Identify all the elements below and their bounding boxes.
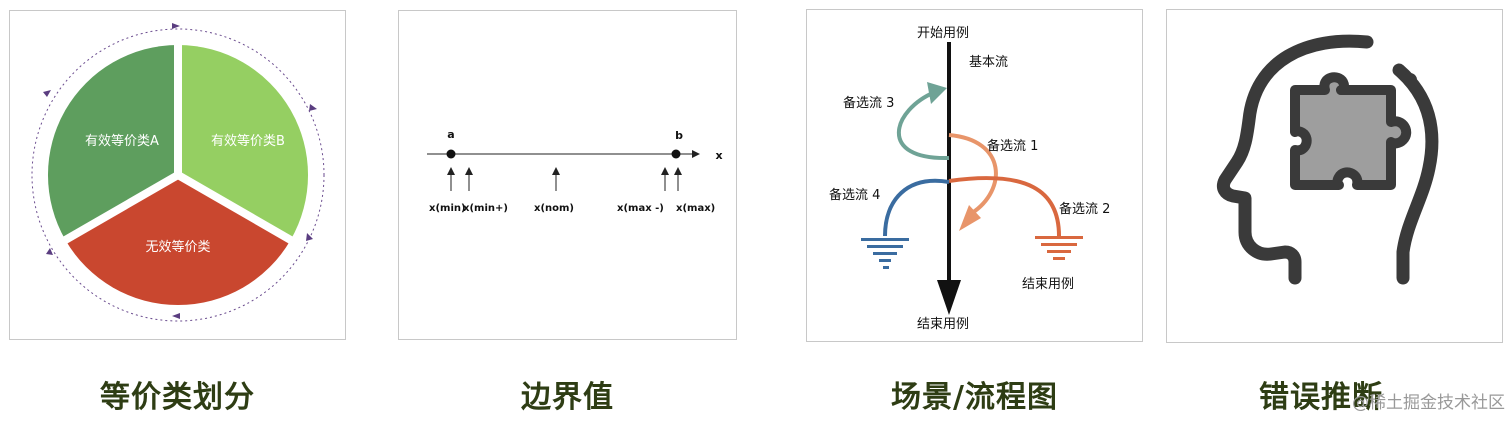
- alt2-ground-icon: [1035, 236, 1083, 260]
- point-a-label: a: [447, 128, 454, 141]
- error-guess-caption: 错误推断: [1259, 380, 1383, 415]
- boundary-diagram: a b x x(min) x(min+) x(nom) x(max -) x(m…: [427, 128, 723, 214]
- equivalence-panel: 有效等价类A 有效等价类B 无效等价类: [9, 10, 346, 340]
- class-invalid-label: 无效等价类: [145, 239, 210, 255]
- head-dot: [1403, 73, 1417, 87]
- end-bottom-label: 结束用例: [917, 317, 969, 332]
- separator: [59, 171, 180, 246]
- label-x-nom: x(nom): [534, 203, 574, 214]
- axis-label: x: [715, 149, 722, 162]
- alt1-label: 备选流 1: [987, 138, 1038, 154]
- alt4-curve: [883, 178, 950, 237]
- alt2-curve: [948, 176, 1061, 237]
- equivalence-diagram: 有效等价类A 有效等价类B 无效等价类: [31, 23, 325, 322]
- ring-arrows: [43, 23, 317, 319]
- boundary-panel: a b x x(min) x(min+) x(nom) x(max -) x(m…: [398, 10, 737, 340]
- label-x-max-minus: x(max -): [617, 203, 664, 214]
- point-a: [446, 149, 456, 159]
- puzzle-piece: [1290, 72, 1412, 190]
- outer-ring: [31, 28, 325, 322]
- alt4-label: 备选流 4: [829, 187, 880, 203]
- alt3-arrowhead: [927, 82, 947, 104]
- label-x-max: x(max): [676, 203, 715, 214]
- alt3-curve: [896, 90, 950, 161]
- alt1-arrowhead: [959, 205, 981, 231]
- class-b-label: 有效等价类B: [211, 133, 285, 149]
- head-back: [1392, 63, 1439, 285]
- separator: [176, 171, 297, 246]
- head-outline: [1216, 34, 1374, 285]
- error-guess-panel: [1166, 9, 1503, 343]
- class-a-label: 有效等价类A: [85, 133, 159, 149]
- label-x-min: x(min): [429, 203, 466, 214]
- scenario-caption: 场景/流程图: [891, 380, 1058, 415]
- scenario-panel: 开始用例 基本流 备选流 3 备选流 1 备选流 4 备选流 2 结束用例 结束…: [806, 9, 1143, 342]
- label-x-min-plus: x(min+): [463, 203, 508, 214]
- start-label: 开始用例: [917, 26, 969, 41]
- scenario-diagram: 开始用例 基本流 备选流 3 备选流 1 备选流 4 备选流 2 结束用例 结束…: [829, 26, 1110, 332]
- point-b: [671, 149, 681, 159]
- alt4-ground-icon: [861, 238, 909, 269]
- boundary-caption: 边界值: [521, 380, 614, 415]
- basic-flow-label: 基本流: [969, 55, 1008, 70]
- alt2-label: 备选流 2: [1059, 201, 1110, 217]
- end-side-label: 结束用例: [1022, 277, 1074, 292]
- equivalence-caption: 等价类划分: [100, 380, 255, 415]
- alt3-label: 备选流 3: [843, 95, 894, 111]
- point-b-label: b: [675, 129, 683, 142]
- head-puzzle-icon: [1216, 34, 1439, 285]
- alt1-curve: [948, 133, 998, 215]
- basic-flow-arrowhead: [937, 280, 961, 315]
- watermark: @稀土掘金技术社区: [1352, 393, 1505, 413]
- boundary-arrows: [447, 167, 682, 191]
